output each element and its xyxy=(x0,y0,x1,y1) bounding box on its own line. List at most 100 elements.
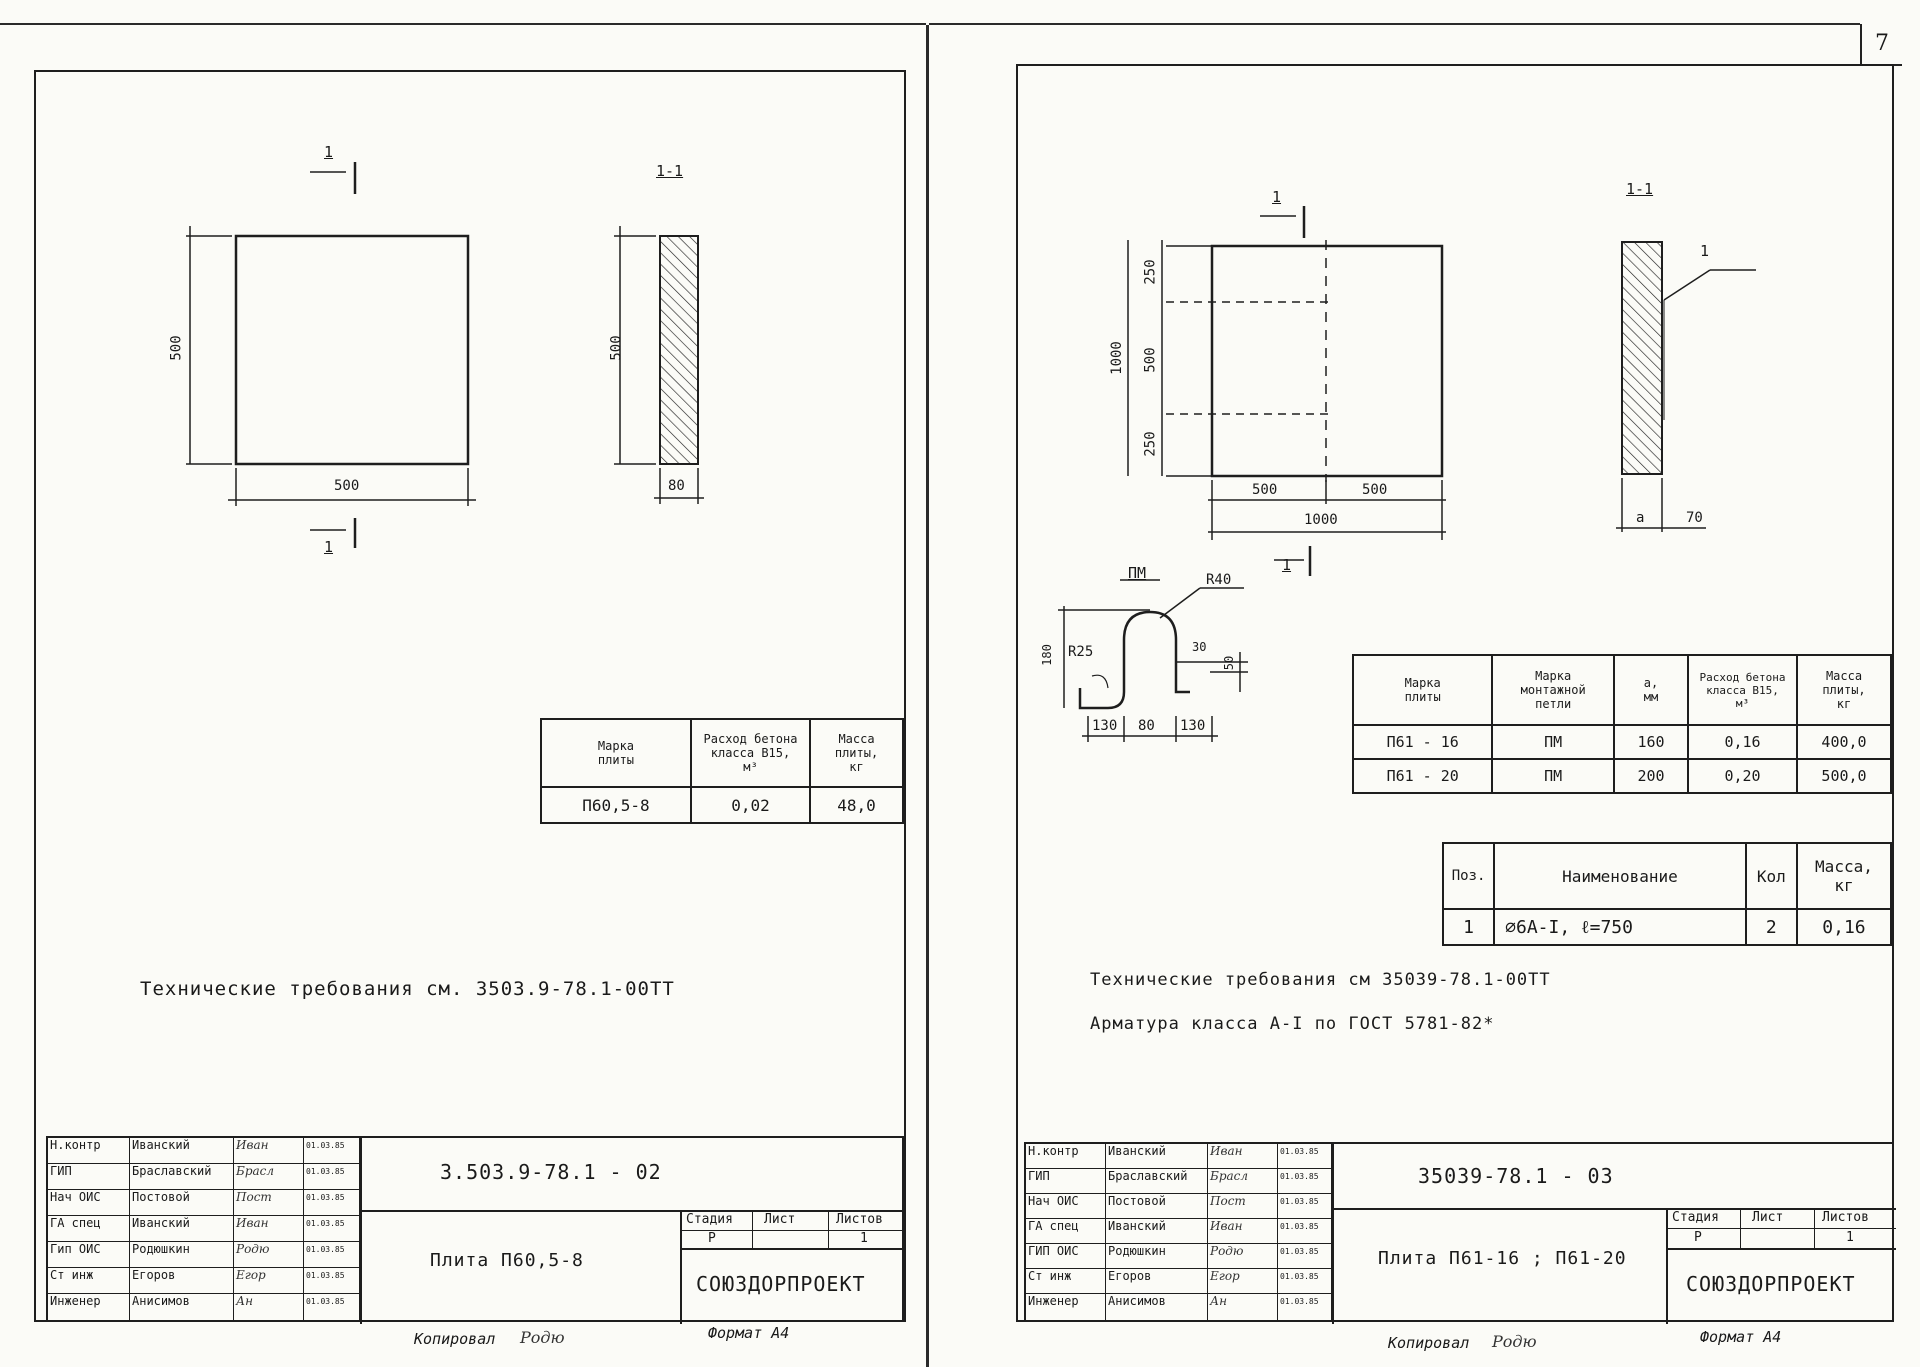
right-table-cell: ПМ xyxy=(1491,758,1615,794)
role-cell: Н.контр xyxy=(48,1138,130,1163)
right-doc-code: 35039-78.1 - 03 xyxy=(1418,1164,1614,1188)
role-cell: Ст инж xyxy=(1026,1269,1106,1293)
right-dim-70: 70 xyxy=(1686,510,1703,526)
date-cell: 01.03.85 xyxy=(1278,1219,1332,1243)
right-section-label: 1-1 xyxy=(1626,180,1654,198)
signature-cell: Иван xyxy=(234,1138,304,1163)
right-dim-loop-30: 30 xyxy=(1192,640,1207,654)
left-dim-width: 500 xyxy=(334,478,360,494)
date-cell: 01.03.85 xyxy=(304,1164,360,1189)
date-cell: 01.03.85 xyxy=(304,1242,360,1267)
left-plan-outline xyxy=(234,234,470,466)
left-dim-thickness: 80 xyxy=(668,478,685,494)
right-footer-signature: Родю xyxy=(1492,1332,1537,1351)
signature-cell: Иван xyxy=(234,1216,304,1241)
right-dim-loop-130a: 130 xyxy=(1092,718,1118,734)
right-table-header-loop: Марка монтажной петли xyxy=(1491,654,1615,726)
left-table-cell: 48,0 xyxy=(809,786,904,824)
left-slab-table: Марка плиты Расход бетона класса В15, м³… xyxy=(540,718,904,824)
right-stage-value: Р xyxy=(1694,1230,1702,1245)
left-footer-copied: Копировал xyxy=(414,1330,496,1348)
right-table-cell: 0,16 xyxy=(1687,724,1798,760)
right-sheets-value: 1 xyxy=(1846,1230,1854,1245)
right-table-cell: 0,20 xyxy=(1687,758,1798,794)
signature-cell: Иван xyxy=(1208,1219,1278,1243)
left-dim-height: 500 xyxy=(168,335,185,361)
name-cell: Постовой xyxy=(130,1190,234,1215)
name-cell: Анисимов xyxy=(1106,1294,1208,1322)
left-doc-title: Плита П60,5-8 xyxy=(430,1250,584,1271)
signature-cell: Пост xyxy=(1208,1194,1278,1218)
signature-cell: Егор xyxy=(1208,1269,1278,1293)
right-rebar-cell: 0,16 xyxy=(1795,908,1893,946)
name-cell: Иванский xyxy=(1106,1219,1208,1243)
left-stage-value: Р xyxy=(708,1231,716,1246)
role-cell: ГА спец xyxy=(48,1216,130,1241)
right-table-header-concrete: Расход бетона класса В15, м³ xyxy=(1687,654,1798,726)
right-table-header-mark: Марка плиты xyxy=(1351,654,1494,726)
signature-cell: Родю xyxy=(234,1242,304,1267)
right-table-cell: 200 xyxy=(1612,758,1690,794)
right-loop-label: ПМ xyxy=(1128,564,1147,582)
name-cell: Браславский xyxy=(130,1164,234,1189)
right-org-name: СОЮЗДОРПРОЕКТ xyxy=(1686,1272,1856,1296)
left-stage-header: Стадия xyxy=(686,1212,733,1227)
right-rebar-header-qty: Кол xyxy=(1744,842,1798,910)
right-dim-loop-80: 80 xyxy=(1138,718,1155,734)
top-rule-left xyxy=(0,23,926,25)
name-cell: Анисимов xyxy=(130,1294,234,1322)
role-cell: ГИП ОИС xyxy=(1026,1244,1106,1268)
top-rule-right xyxy=(929,23,1860,25)
right-dim-right-width: 500 xyxy=(1362,482,1388,498)
left-technical-note: Технические требования см. 3503.9-78.1-0… xyxy=(140,978,675,1000)
left-sheet-header: Лист xyxy=(764,1212,796,1227)
role-cell: Нач ОИС xyxy=(1026,1194,1106,1218)
left-footer-format: Формат А4 xyxy=(708,1324,790,1342)
left-sheets-header: Листов xyxy=(836,1212,883,1227)
left-table-header-mark: Марка плиты xyxy=(540,718,692,788)
right-sheet-header: Лист xyxy=(1752,1210,1784,1225)
right-table-cell: ПМ xyxy=(1491,724,1615,760)
date-cell: 01.03.85 xyxy=(1278,1269,1332,1293)
right-dim-mid: 500 xyxy=(1142,347,1159,373)
right-dim-loop-130b: 130 xyxy=(1180,718,1206,734)
right-footer-copied: Копировал xyxy=(1388,1334,1470,1352)
role-cell: Инженер xyxy=(48,1294,130,1322)
left-table-cell: 0,02 xyxy=(689,786,812,824)
left-footer-signature: Родю xyxy=(520,1328,565,1347)
right-table-cell: П61 - 20 xyxy=(1351,758,1494,794)
name-cell: Иванский xyxy=(130,1138,234,1163)
right-stage-header: Стадия xyxy=(1672,1210,1719,1225)
name-cell: Родюшкин xyxy=(1106,1244,1208,1268)
date-cell: 01.03.85 xyxy=(1278,1144,1332,1168)
left-org-name: СОЮЗДОРПРОЕКТ xyxy=(696,1272,866,1296)
name-cell: Иванский xyxy=(1106,1144,1208,1168)
right-cut-mark-top: 1 xyxy=(1272,188,1282,206)
name-cell: Егоров xyxy=(130,1268,234,1293)
date-cell: 01.03.85 xyxy=(1278,1194,1332,1218)
name-cell: Родюшкин xyxy=(130,1242,234,1267)
right-table-header-mass: Масса плиты, кг xyxy=(1796,654,1892,726)
right-dim-total-width: 1000 xyxy=(1304,512,1338,528)
date-cell: 01.03.85 xyxy=(304,1294,360,1322)
signature-cell: Брасл xyxy=(234,1164,304,1189)
role-cell: ГИП xyxy=(1026,1169,1106,1193)
date-cell: 01.03.85 xyxy=(1278,1169,1332,1193)
name-cell: Постовой xyxy=(1106,1194,1208,1218)
date-cell: 01.03.85 xyxy=(304,1216,360,1241)
signature-cell: Брасл xyxy=(1208,1169,1278,1193)
signature-cell: Родю xyxy=(1208,1244,1278,1268)
right-footer-format: Формат А4 xyxy=(1700,1328,1782,1346)
date-cell: 01.03.85 xyxy=(304,1268,360,1293)
left-section-label: 1-1 xyxy=(656,162,684,180)
role-cell: Нач ОИС xyxy=(48,1190,130,1215)
right-table-cell: П61 - 16 xyxy=(1351,724,1494,760)
name-cell: Браславский xyxy=(1106,1169,1208,1193)
right-table-cell: 160 xyxy=(1612,724,1690,760)
date-cell: 01.03.85 xyxy=(304,1190,360,1215)
